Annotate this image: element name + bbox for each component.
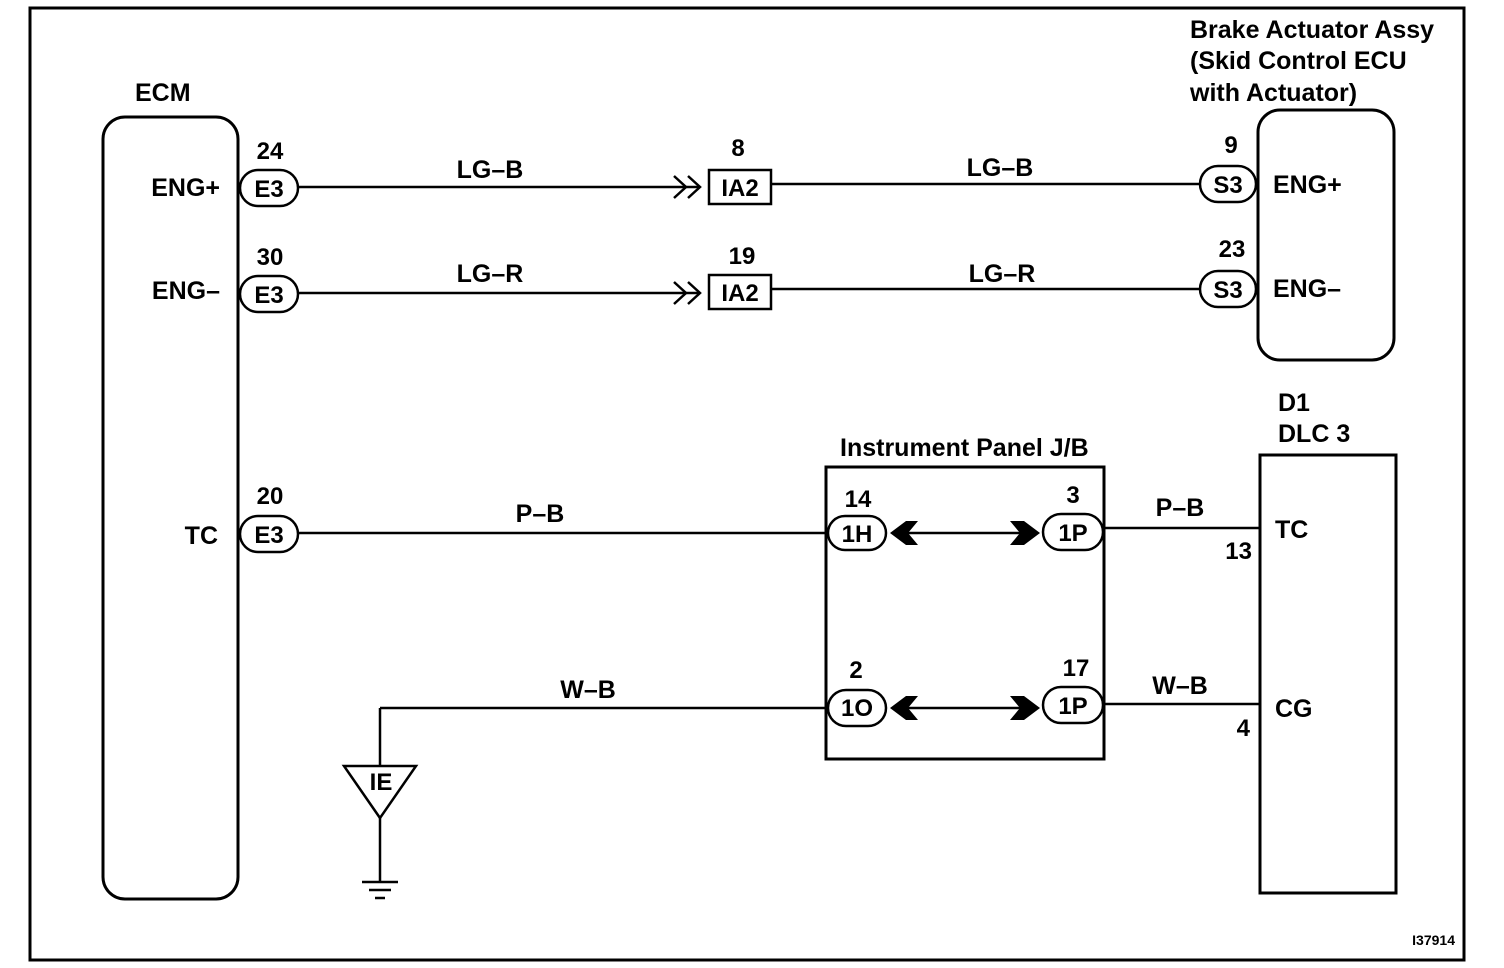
jb-1p-top-pin-number: 3 <box>1066 482 1079 509</box>
bra-eng-minus-pin-number: 23 <box>1219 236 1246 263</box>
brake-actuator-title-line2: (Skid Control ECU <box>1190 47 1407 75</box>
wire-eng-minus-left-label: LG–R <box>457 260 524 288</box>
wire-tc-right-label: P–B <box>1156 494 1205 522</box>
jb-1o-pin-number: 2 <box>849 657 862 684</box>
brake-actuator-title-line1: Brake Actuator Assy <box>1190 16 1434 44</box>
ecm-eng-plus-connector-code: E3 <box>254 176 283 203</box>
ecm-box <box>101 115 240 901</box>
jb-1p-top-connector-code: 1P <box>1058 520 1087 547</box>
ground-ie-triangle-icon <box>341 764 419 821</box>
bra-pin-eng-plus: ENG+ <box>1273 171 1342 199</box>
ecm-tc-connector-code: E3 <box>254 522 283 549</box>
diagram-frame <box>28 6 1466 962</box>
bra-eng-plus-connector <box>1198 164 1258 204</box>
ecm-title: ECM <box>135 79 191 107</box>
wire-eng-minus-right-label: LG–R <box>969 260 1036 288</box>
ecm-pin-tc: TC <box>185 522 218 550</box>
jb-1h-pin-number: 14 <box>845 486 872 513</box>
bra-eng-minus-connector <box>1198 269 1258 309</box>
ia2-bottom-pin-number: 19 <box>729 243 756 270</box>
jb-1h-connector <box>826 514 888 552</box>
wire-tc-left-label: P–B <box>516 500 565 528</box>
jb-1h-terminal-icon <box>890 521 918 545</box>
ecm-eng-minus-pin-number: 30 <box>257 244 284 271</box>
dlc3-pin-tc: TC <box>1275 516 1308 544</box>
bra-pin-eng-minus: ENG– <box>1273 275 1341 303</box>
ia2-bottom-connector <box>707 273 773 311</box>
wire-eng-plus-left-label: LG–B <box>457 156 524 184</box>
jb-1p-bottom-terminal-icon <box>1010 696 1040 720</box>
jb-1h-connector-code: 1H <box>842 521 873 548</box>
bra-eng-minus-connector-code: S3 <box>1213 277 1242 304</box>
dlc3-pin-cg: CG <box>1275 695 1313 723</box>
ecm-eng-minus-connector-code: E3 <box>254 282 283 309</box>
ia2-top-connector-code: IA2 <box>721 175 758 202</box>
dlc3-cg-pin-number: 4 <box>1237 715 1251 742</box>
ia2-bottom-connector-code: IA2 <box>721 280 758 307</box>
ecm-pin-eng-plus: ENG+ <box>151 174 220 202</box>
dlc3-title-line2: DLC 3 <box>1278 420 1350 448</box>
figure-id: I37914 <box>1412 932 1455 948</box>
ia2-top-connector <box>707 168 773 206</box>
ia2-bottom-plug-icon <box>673 281 688 305</box>
ia2-top-plug-icon-inner <box>687 175 702 199</box>
ecm-pin-eng-minus: ENG– <box>152 277 220 305</box>
ia2-top-pin-number: 8 <box>731 135 744 162</box>
jb-1o-connector <box>826 688 888 728</box>
jb-1o-connector-code: 1O <box>841 695 873 722</box>
jb-1p-bottom-pin-number: 17 <box>1063 655 1090 682</box>
brake-actuator-title-line3: with Actuator) <box>1189 79 1357 107</box>
wire-eng-plus-right-label: LG–B <box>967 154 1034 182</box>
wire-cg-left-label: W–B <box>560 676 616 704</box>
jb-1p-bottom-connector-code: 1P <box>1058 693 1087 720</box>
bra-eng-plus-connector-code: S3 <box>1213 172 1242 199</box>
jb-1o-terminal-icon <box>890 696 918 720</box>
dlc3-title-line1: D1 <box>1278 389 1310 417</box>
dlc3-tc-pin-number: 13 <box>1225 538 1252 565</box>
ia2-top-plug-icon <box>673 175 688 199</box>
jb-1p-top-terminal-icon <box>1010 521 1040 545</box>
jb-1p-top-connector <box>1041 512 1105 552</box>
brake-actuator-box <box>1256 108 1396 362</box>
ecm-tc-pin-number: 20 <box>257 483 284 510</box>
ground-ie-code: IE <box>370 769 393 796</box>
ecm-eng-plus-pin-number: 24 <box>257 138 284 165</box>
bra-eng-plus-pin-number: 9 <box>1224 132 1237 159</box>
ia2-bottom-plug-icon-inner <box>687 281 702 305</box>
wire-cg-right-label: W–B <box>1152 672 1208 700</box>
dlc3-box <box>1258 453 1398 895</box>
jb-title: Instrument Panel J/B <box>840 434 1089 462</box>
